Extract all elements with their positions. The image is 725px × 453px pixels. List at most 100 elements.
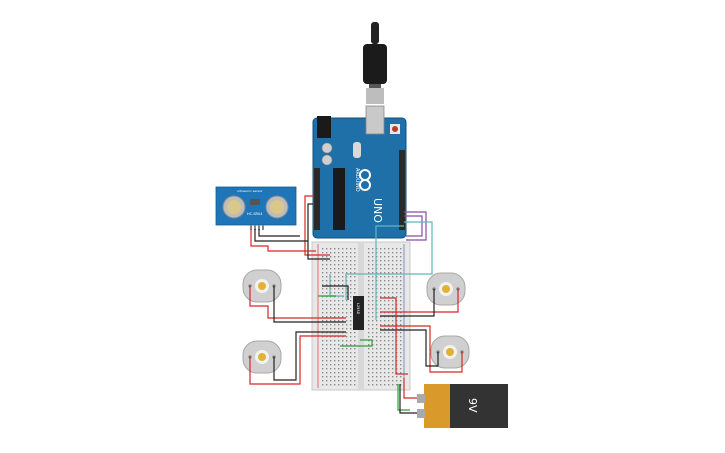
breadboard-hole (388, 312, 390, 314)
breadboard-hole (334, 324, 336, 326)
breadboard-hole (392, 296, 394, 298)
breadboard-hole (326, 312, 328, 314)
breadboard-hole (338, 276, 340, 278)
breadboard-hole (384, 376, 386, 378)
arduino-board[interactable]: ARDUINO UNO (312, 105, 407, 239)
breadboard-hole (388, 368, 390, 370)
breadboard-hole (388, 380, 390, 382)
motor-bottom-right[interactable] (430, 335, 470, 369)
breadboard-hole (346, 308, 348, 310)
breadboard-hole (392, 292, 394, 294)
breadboard-hole (334, 280, 336, 282)
breadboard-hole (384, 344, 386, 346)
breadboard-hole (350, 336, 352, 338)
breadboard-hole (350, 284, 352, 286)
breadboard-hole (342, 320, 344, 322)
breadboard-hole (326, 340, 328, 342)
breadboard-hole (384, 308, 386, 310)
breadboard-hole (354, 292, 356, 294)
breadboard-hole (354, 268, 356, 270)
breadboard-hole (330, 312, 332, 314)
breadboard-hole (346, 292, 348, 294)
breadboard-hole (392, 272, 394, 274)
breadboard-hole (326, 272, 328, 274)
breadboard-hole (372, 260, 374, 262)
breadboard-hole (346, 352, 348, 354)
breadboard-hole (354, 252, 356, 254)
breadboard-hole (396, 308, 398, 310)
breadboard-hole (338, 288, 340, 290)
breadboard-hole (388, 352, 390, 354)
breadboard-hole (346, 260, 348, 262)
breadboard-hole (384, 248, 386, 250)
breadboard-hole (368, 368, 370, 370)
breadboard-hole (380, 380, 382, 382)
breadboard-hole (342, 312, 344, 314)
breadboard-hole (330, 340, 332, 342)
breadboard-hole (368, 360, 370, 362)
breadboard-hole (350, 248, 352, 250)
breadboard-hole (334, 320, 336, 322)
breadboard-hole (334, 344, 336, 346)
breadboard-hole (400, 336, 402, 338)
wire-teal-1 (345, 221, 433, 300)
breadboard-hole (392, 276, 394, 278)
wire-teal-2 (375, 225, 404, 320)
battery-9v[interactable]: 9V (417, 384, 508, 428)
breadboard-hole (396, 268, 398, 270)
breadboard-hole (368, 284, 370, 286)
wire-motor-bl-1 (249, 335, 346, 385)
breadboard-hole (346, 280, 348, 282)
breadboard-hole (400, 360, 402, 362)
wire-rail-red (380, 297, 408, 375)
breadboard-hole (372, 376, 374, 378)
breadboard-hole (322, 280, 324, 282)
breadboard-hole (384, 292, 386, 294)
breadboard-hole (326, 264, 328, 266)
motor-top-right[interactable] (426, 272, 466, 306)
breadboard-hole (396, 328, 398, 330)
breadboard-hole (330, 300, 332, 302)
breadboard-hole (384, 256, 386, 258)
breadboard-hole (334, 308, 336, 310)
breadboard-hole (392, 264, 394, 266)
breadboard-hole (338, 384, 340, 386)
breadboard-hole (330, 288, 332, 290)
breadboard-hole (368, 384, 370, 386)
breadboard-hole (338, 344, 340, 346)
wire-motor-tr-1 (380, 289, 459, 313)
breadboard-hole (354, 256, 356, 258)
breadboard-hole (322, 300, 324, 302)
breadboard-hole (372, 356, 374, 358)
ultrasonic-sensor[interactable]: ultrasonic sensor HC-SR04 (215, 186, 297, 230)
breadboard-hole (354, 368, 356, 370)
breadboard-hole (330, 292, 332, 294)
breadboard-hole (388, 320, 390, 322)
breadboard-hole (400, 352, 402, 354)
breadboard-hole (376, 296, 378, 298)
breadboard-hole (322, 264, 324, 266)
motor-driver-chip[interactable]: L293D (353, 296, 364, 330)
breadboard-hole (388, 252, 390, 254)
breadboard-hole (400, 344, 402, 346)
breadboard-hole (342, 324, 344, 326)
breadboard-hole (388, 308, 390, 310)
breadboard-hole (350, 288, 352, 290)
breadboard-hole (396, 320, 398, 322)
breadboard-hole (372, 360, 374, 362)
motor-top-left[interactable] (242, 269, 282, 303)
breadboard-hole (376, 372, 378, 374)
motor-bottom-left[interactable] (242, 340, 282, 374)
breadboard-hole (346, 328, 348, 330)
breadboard-hole (334, 296, 336, 298)
breadboard-hole (326, 256, 328, 258)
breadboard-hole (346, 376, 348, 378)
breadboard-hole (392, 252, 394, 254)
breadboard-hole (334, 384, 336, 386)
breadboard-hole (322, 360, 324, 362)
breadboard-hole (396, 368, 398, 370)
breadboard-hole (350, 272, 352, 274)
breadboard-hole (384, 260, 386, 262)
breadboard-hole (342, 268, 344, 270)
breadboard-hole (376, 348, 378, 350)
